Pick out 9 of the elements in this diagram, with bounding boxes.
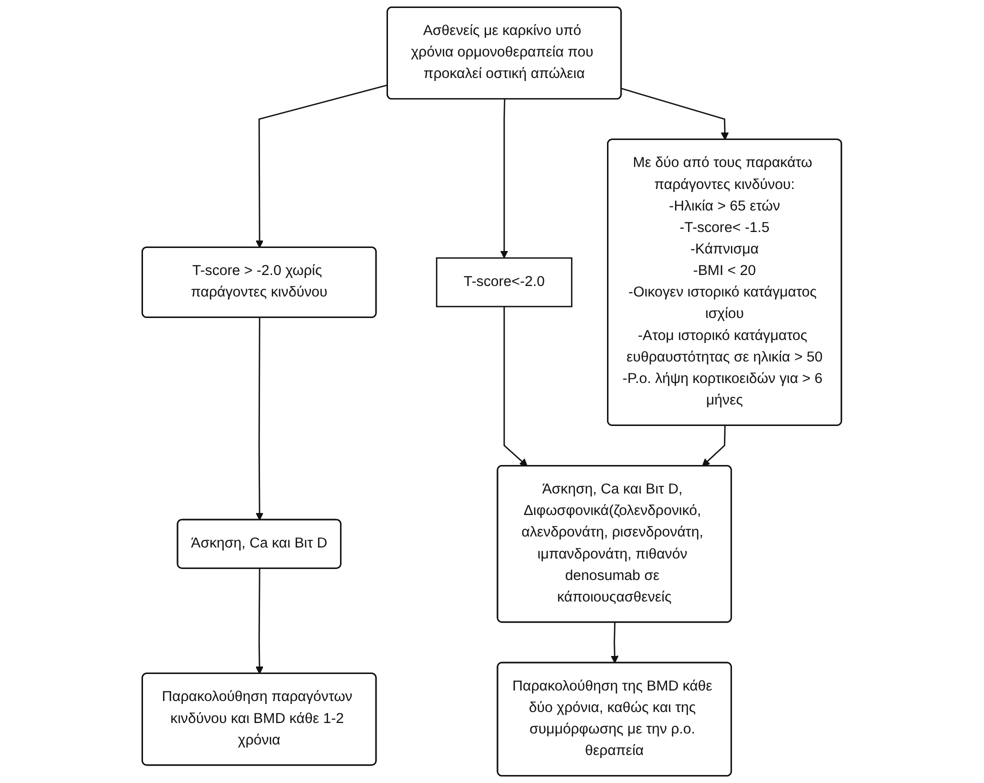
arrow	[621, 88, 729, 140]
arrow	[256, 84, 388, 248]
arrow	[610, 622, 619, 664]
arrow	[500, 99, 508, 258]
arrow	[702, 426, 726, 466]
node-box: T-score<-2.0	[436, 257, 573, 308]
arrow	[256, 568, 264, 674]
arrow	[256, 318, 264, 520]
arrow	[504, 306, 528, 466]
